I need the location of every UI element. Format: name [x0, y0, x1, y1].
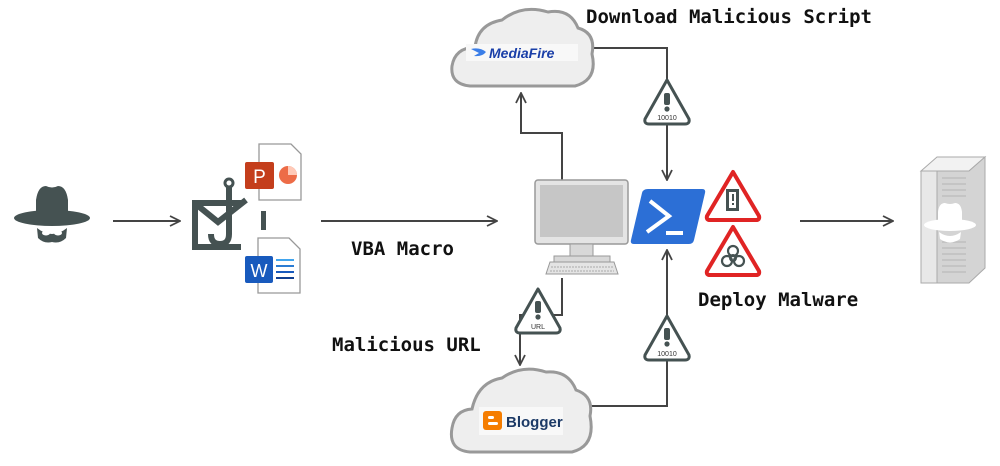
download-malicious-script-label: Download Malicious Script	[586, 6, 872, 28]
separator-bar	[261, 211, 266, 230]
svg-text:URL: URL	[531, 324, 545, 331]
word-file-icon: W	[245, 237, 301, 294]
hacker-icon	[14, 186, 90, 243]
blogger-cloud: Blogger	[449, 367, 593, 454]
computer-icon	[534, 179, 629, 275]
server-icon	[919, 155, 987, 284]
vba-macro-label: VBA Macro	[351, 238, 454, 260]
svg-text:10010: 10010	[657, 351, 677, 358]
warning-icon-payload: 10010	[643, 314, 691, 362]
mediafire-cloud: MediaFire	[450, 7, 595, 88]
malicious-url-label: Malicious URL	[332, 334, 481, 356]
warning-icon-download: 10010	[643, 78, 691, 126]
blogger-logo-icon	[483, 411, 502, 430]
mediafire-label: MediaFire	[489, 45, 555, 61]
blogger-label: Blogger	[506, 414, 563, 431]
powerpoint-letter: P	[253, 167, 266, 188]
arrow-blogger-to-powershell	[578, 250, 667, 407]
backdoor-warning-icon	[704, 170, 762, 222]
warning-icon-url: URL	[514, 287, 562, 335]
deploy-malware-label: Deploy Malware	[698, 289, 859, 311]
arrow-computer-to-mediafire	[521, 93, 563, 180]
word-letter: W	[251, 261, 268, 281]
powerpoint-file-icon: P	[245, 143, 302, 201]
biohazard-warning-icon	[704, 225, 762, 277]
arrow-mediafire-to-powershell	[589, 47, 667, 180]
powershell-icon	[630, 189, 706, 244]
svg-text:10010: 10010	[657, 115, 677, 122]
phishing-icon	[192, 177, 248, 250]
mediafire-logo-icon	[471, 48, 486, 57]
